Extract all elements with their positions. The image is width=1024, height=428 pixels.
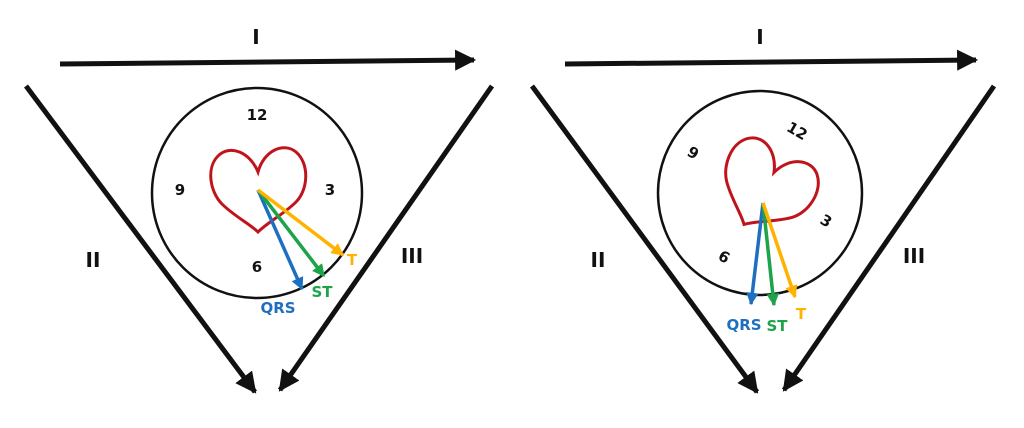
clock-number-9: 9 bbox=[175, 181, 185, 199]
st-vector-arrow bbox=[761, 202, 780, 307]
clock-number-9: 9 bbox=[684, 143, 702, 164]
lead-iii-arrow bbox=[781, 84, 997, 392]
clock-number-3: 3 bbox=[817, 211, 835, 232]
lead-ii-arrow bbox=[23, 84, 258, 394]
lead-ii-label: II bbox=[86, 248, 101, 272]
t-vector-arrow bbox=[761, 202, 798, 299]
lead-i-label: I bbox=[756, 25, 763, 49]
heart-icon bbox=[209, 146, 308, 235]
lead-iii-label: III bbox=[903, 244, 925, 268]
lead-iii-arrow bbox=[277, 84, 495, 392]
clock-number-12: 12 bbox=[247, 106, 268, 124]
t-label: T bbox=[796, 305, 807, 323]
clock-face bbox=[656, 89, 864, 297]
heart-icon bbox=[724, 136, 820, 227]
qrs-label: QRS bbox=[726, 316, 761, 334]
st-vector-arrow bbox=[256, 188, 326, 278]
panel-right: I II III 12 3 6 9 QRS ST T bbox=[529, 25, 997, 394]
lead-iii-label: III bbox=[401, 244, 423, 268]
clock-number-12: 12 bbox=[783, 118, 810, 144]
clock-face bbox=[150, 86, 364, 300]
qrs-vector-arrow bbox=[256, 189, 304, 291]
t-vector-arrow bbox=[256, 188, 345, 257]
lead-i-label: I bbox=[252, 25, 259, 49]
t-label: T bbox=[347, 251, 358, 269]
qrs-label: QRS bbox=[260, 299, 295, 317]
lead-i-arrow bbox=[59, 49, 477, 71]
panel-left: I II III 12 3 6 9 QRS ST T bbox=[23, 25, 495, 394]
st-label: ST bbox=[311, 283, 333, 301]
clock-number-6: 6 bbox=[715, 247, 733, 268]
qrs-vector-arrow bbox=[746, 202, 765, 306]
clock-number-6: 6 bbox=[252, 258, 262, 276]
lead-i-arrow bbox=[564, 49, 979, 71]
lead-ii-label: II bbox=[591, 248, 606, 272]
st-label: ST bbox=[766, 317, 788, 335]
lead-ii-arrow bbox=[529, 84, 760, 394]
clock-number-3: 3 bbox=[325, 181, 335, 199]
